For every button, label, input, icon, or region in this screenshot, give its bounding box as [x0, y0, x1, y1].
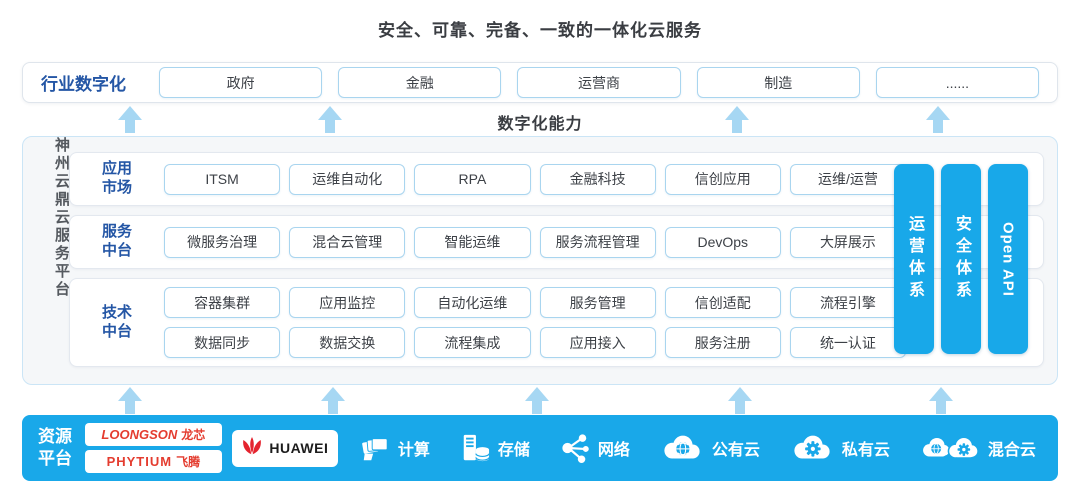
industry-row-label: 行业数字化	[41, 75, 126, 94]
resource-item-hybrid-cloud: 混合云	[920, 433, 1036, 463]
platform-side-label: 神州云鼎云服务平台	[53, 137, 70, 299]
up-arrow-icon	[926, 106, 950, 133]
up-arrow-icon	[318, 106, 342, 133]
item-intelligent-ops: 智能运维	[414, 226, 531, 258]
huawei-flower-icon	[241, 435, 263, 462]
cloud-service-platform-panel: 神州云鼎云服务平台 应用市场 ITSM 运维自动化 RPA 金融科技 信创应用 …	[22, 136, 1058, 385]
item-xinchuang-adaptation: 信创适配	[664, 287, 781, 318]
item-fintech: 金融科技	[539, 163, 656, 195]
app-market-row: 应用市场 ITSM 运维自动化 RPA 金融科技 信创应用 运维/运营	[69, 152, 1044, 206]
up-arrow-icon	[321, 387, 345, 414]
item-ops-automation: 运维自动化	[289, 163, 406, 195]
industry-boxes: 政府 金融 运营商 制造 ......	[159, 67, 1040, 98]
resource-platform-label: 资源平台	[38, 426, 72, 468]
item-container-cluster: 容器集群	[164, 287, 281, 318]
loongson-logo: LOONGSON 龙芯	[84, 423, 222, 446]
item-rpa: RPA	[414, 163, 531, 195]
app-market-items: ITSM 运维自动化 RPA 金融科技 信创应用 运维/运营	[164, 163, 907, 195]
item-automated-ops: 自动化运维	[414, 287, 531, 318]
item-service-registry: 服务注册	[664, 327, 781, 358]
item-process-engine: 流程引擎	[789, 287, 907, 318]
storage-icon	[460, 433, 490, 463]
industry-item-finance: 金融	[338, 67, 502, 98]
tech-items-line2: 数据同步 数据交换 流程集成 应用接入 服务注册 统一认证	[164, 327, 907, 358]
digital-capability-label: 数字化能力	[497, 116, 583, 133]
security-system-bar: 安全体系	[941, 164, 981, 354]
operations-system-bar: 运营体系	[894, 164, 934, 354]
private-cloud-icon	[790, 433, 834, 463]
up-arrow-icon	[929, 387, 953, 414]
up-arrow-icon	[525, 387, 549, 414]
item-ops-operation: 运维/运营	[789, 163, 907, 195]
resource-item-compute: 计算	[360, 433, 430, 463]
page-title: 安全、可靠、完备、一致的一体化云服务	[378, 21, 702, 40]
up-arrow-icon	[725, 106, 749, 133]
industry-item-manufacturing: 制造	[696, 67, 860, 98]
public-cloud-icon	[660, 433, 704, 463]
item-xinchuang-app: 信创应用	[664, 163, 781, 195]
item-data-sync: 数据同步	[164, 327, 281, 358]
tech-middle-platform-row: 技术中台 容器集群 应用监控 自动化运维 服务管理 信创适配 流程引擎 数据同步…	[69, 278, 1044, 367]
item-app-access: 应用接入	[539, 327, 656, 358]
compute-icon	[360, 433, 390, 463]
resource-items: 计算	[350, 433, 1042, 463]
up-arrow-icon	[118, 387, 142, 414]
item-process-integration: 流程集成	[414, 327, 531, 358]
resource-item-private-cloud: 私有云	[790, 433, 890, 463]
network-icon	[560, 433, 590, 463]
up-arrow-icon	[728, 387, 752, 414]
item-service-process-mgmt: 服务流程管理	[539, 226, 656, 258]
item-devops: DevOps	[664, 226, 781, 258]
item-hybrid-cloud-mgmt: 混合云管理	[289, 226, 406, 258]
item-microservice-governance: 微服务治理	[164, 226, 281, 258]
app-market-label: 应用市场	[101, 160, 132, 196]
service-middle-platform-row: 服务中台 微服务治理 混合云管理 智能运维 服务流程管理 DevOps 大屏展示	[69, 215, 1044, 269]
item-app-monitoring: 应用监控	[289, 287, 406, 318]
item-service-mgmt: 服务管理	[539, 287, 656, 318]
industry-item-more: ......	[875, 67, 1040, 98]
huawei-logo: HUAWEI	[231, 429, 338, 467]
phytium-logo: PHYTIUM 飞腾	[84, 450, 222, 473]
industry-item-government: 政府	[159, 67, 323, 98]
industry-item-operator: 运营商	[517, 67, 681, 98]
hybrid-cloud-icon	[920, 433, 980, 463]
resource-item-storage: 存储	[460, 433, 530, 463]
service-middle-platform-label: 服务中台	[101, 223, 132, 259]
resource-platform-band: 资源平台 LOONGSON 龙芯 PHYTIUM 飞腾	[22, 415, 1058, 481]
open-api-bar: Open API	[988, 164, 1028, 354]
item-big-screen-display: 大屏展示	[789, 226, 907, 258]
resource-item-public-cloud: 公有云	[660, 433, 760, 463]
item-data-exchange: 数据交换	[289, 327, 406, 358]
item-itsm: ITSM	[164, 163, 281, 195]
resource-item-network: 网络	[560, 433, 630, 463]
industry-digitalization-row: 行业数字化 政府 金融 运营商 制造 ......	[22, 62, 1058, 103]
up-arrow-icon	[118, 106, 142, 133]
service-items: 微服务治理 混合云管理 智能运维 服务流程管理 DevOps 大屏展示	[164, 226, 907, 258]
tech-middle-platform-label: 技术中台	[101, 303, 132, 340]
item-unified-auth: 统一认证	[789, 327, 907, 358]
tech-items-line1: 容器集群 应用监控 自动化运维 服务管理 信创适配 流程引擎	[164, 287, 907, 318]
cpu-vendor-chips: LOONGSON 龙芯 PHYTIUM 飞腾	[84, 423, 222, 473]
